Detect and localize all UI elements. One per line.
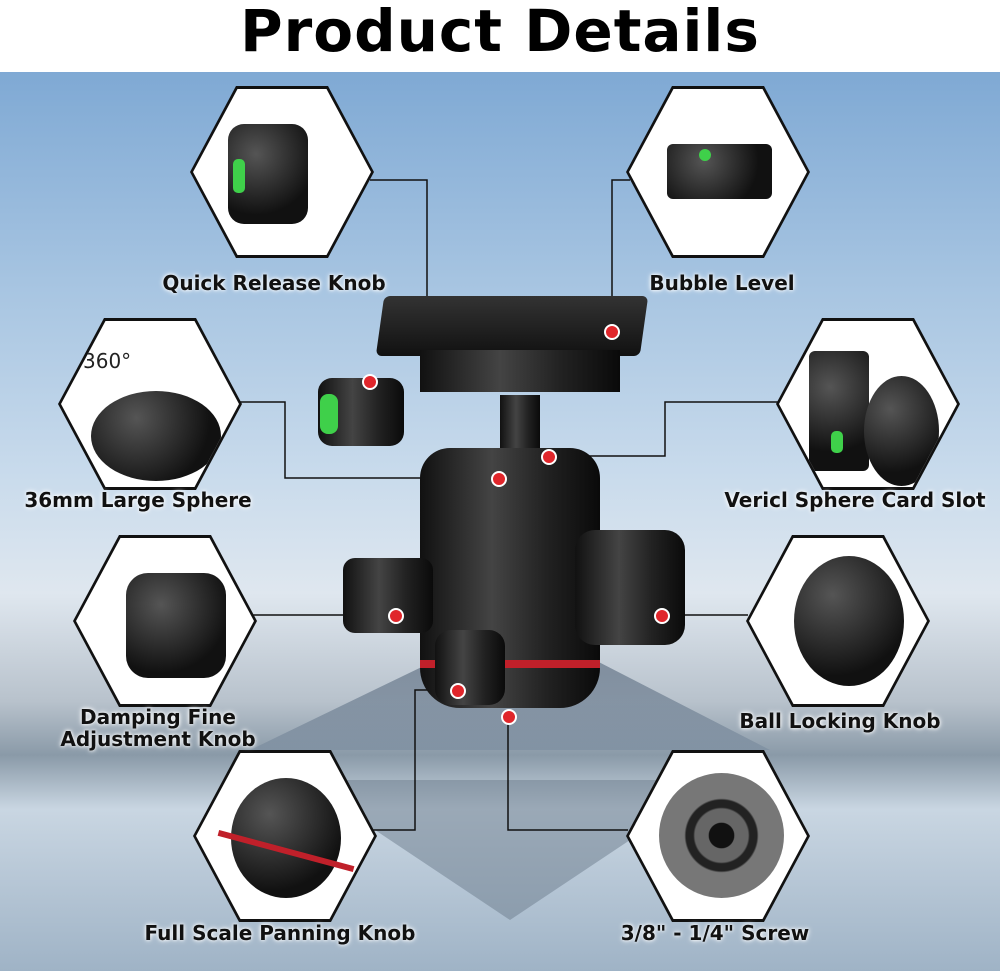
- hex-panning-knob: [193, 750, 377, 922]
- marker-dot: [541, 449, 557, 465]
- damping-knob-part: [343, 558, 433, 633]
- label-ball-locking-knob: Ball Locking Knob: [739, 709, 941, 733]
- clamp-body: [420, 350, 620, 392]
- marker-dot: [654, 608, 670, 624]
- leader-line: [611, 179, 630, 330]
- locking-knob-part: [575, 530, 685, 645]
- panning-scale-ring: [420, 660, 600, 668]
- marker-dot: [450, 683, 466, 699]
- marker-dot: [491, 471, 507, 487]
- marker-dot: [501, 709, 517, 725]
- label-damping-knob-line2: Adjustment Knob: [60, 727, 256, 751]
- label-screw: 3/8" - 1/4" Screw: [620, 921, 810, 945]
- marker-dot: [362, 374, 378, 390]
- hex-screw: [626, 750, 810, 922]
- hex-ball-locking-knob: [746, 535, 930, 707]
- ball-neck: [500, 395, 540, 455]
- marker-dot: [604, 324, 620, 340]
- label-bubble-level: Bubble Level: [649, 271, 795, 295]
- page-title: Product Details: [0, 0, 1000, 72]
- bubble-vial: [320, 394, 338, 434]
- label-vertical-card-slot: Vericl Sphere Card Slot: [724, 488, 986, 512]
- label-quick-release-knob: Quick Release Knob: [162, 271, 386, 295]
- label-damping-knob-line1: Damping Fine: [80, 705, 236, 729]
- hex-vertical-card-slot: [776, 318, 960, 490]
- rotation-badge: 360°: [83, 349, 132, 373]
- label-large-sphere: 36mm Large Sphere: [24, 488, 252, 512]
- leader-line: [238, 401, 497, 479]
- panning-knob-part: [435, 630, 505, 705]
- leader-line: [507, 716, 628, 831]
- marker-dot: [388, 608, 404, 624]
- leader-line: [548, 401, 780, 457]
- hex-damping-knob: [73, 535, 257, 707]
- leader-line: [372, 689, 456, 831]
- hex-bubble-level: [626, 86, 810, 258]
- label-panning-knob: Full Scale Panning Knob: [144, 921, 416, 945]
